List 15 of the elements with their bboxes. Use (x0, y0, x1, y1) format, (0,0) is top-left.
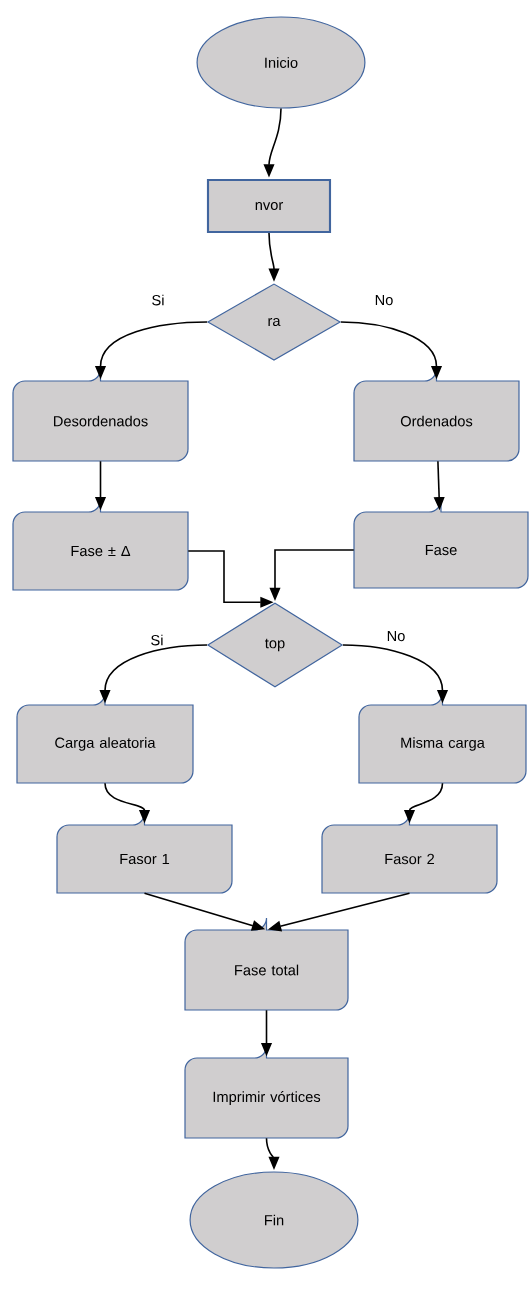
process-box: Fasor 2 (321, 812, 498, 894)
edge-label: Si (150, 293, 166, 307)
process-box: Carga aleatoria (16, 692, 194, 784)
process-box: Fase total (184, 917, 349, 1011)
edge-label: No (385, 629, 407, 643)
process-box: Misma carga (358, 692, 527, 784)
input-box: nvor (206, 178, 332, 234)
edge-label: Si (149, 633, 165, 647)
process-box: Fase (353, 499, 529, 589)
process-box: Desordenados (12, 368, 189, 462)
process-box: Fase ± Δ (12, 499, 189, 591)
process-box: Imprimir vórtices (184, 1045, 349, 1139)
process-box: Ordenados (353, 368, 520, 462)
edge-label: No (373, 293, 395, 307)
process-box: Fasor 1 (56, 812, 233, 894)
